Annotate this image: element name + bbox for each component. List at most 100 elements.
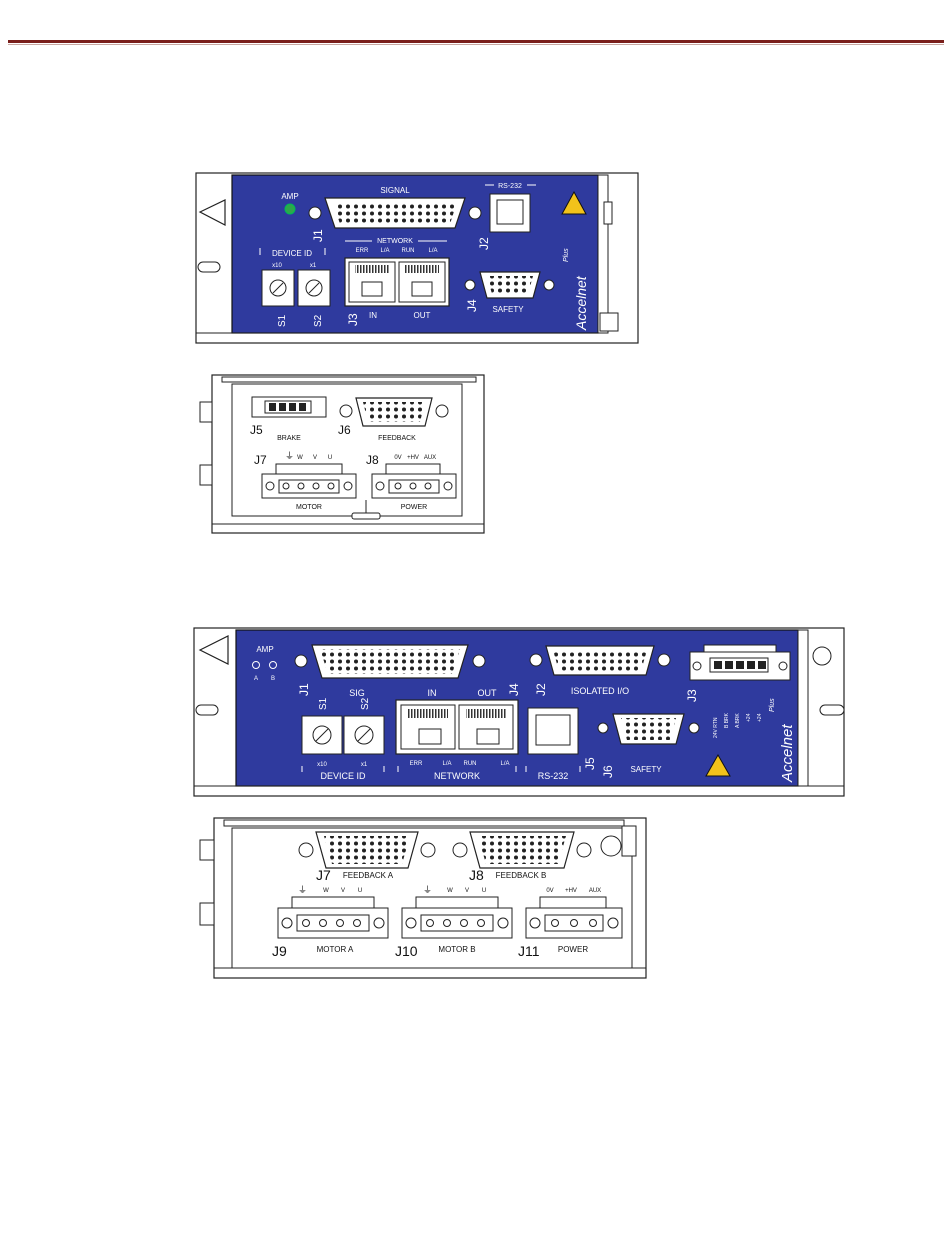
a-brk-label: A BRK bbox=[735, 713, 741, 728]
j7-label: J7 bbox=[254, 453, 267, 467]
dual-axis-top-panel: AMP A B J1 SIG IN OUT J4 J2 ISOLATED I/O… bbox=[193, 627, 845, 797]
device-id-label: DEVICE ID bbox=[320, 771, 366, 781]
j3-label: J3 bbox=[346, 313, 360, 326]
network-label: NETWORK bbox=[434, 771, 480, 781]
ground-stud bbox=[600, 835, 622, 857]
j1-label: J1 bbox=[311, 229, 325, 242]
amp-led-b bbox=[269, 661, 277, 669]
j1-label: J1 bbox=[297, 683, 311, 696]
j11-label: J11 bbox=[518, 943, 540, 959]
brand-plus: Plus bbox=[769, 698, 776, 712]
motor-label: MOTOR bbox=[296, 504, 322, 511]
j6-label: J6 bbox=[338, 423, 351, 437]
0v-label: 0V bbox=[546, 888, 553, 894]
j5-label: J5 bbox=[583, 757, 597, 770]
hv-label: +HV bbox=[565, 888, 577, 894]
s2-label: S2 bbox=[313, 314, 324, 327]
rs232-label: RS-232 bbox=[538, 771, 569, 781]
amp-label: AMP bbox=[281, 192, 298, 201]
motor-a-label: MOTOR A bbox=[317, 945, 354, 954]
u-label: U bbox=[482, 888, 486, 894]
s1-label: S1 bbox=[318, 697, 329, 710]
j9-label: J9 bbox=[272, 943, 287, 959]
dual-axis-bottom-panel: J7 FEEDBACK A J8 FEEDBACK B ⏚ W V U J9 M… bbox=[199, 817, 647, 979]
j10-label: J10 bbox=[395, 943, 418, 959]
w-label: W bbox=[323, 888, 329, 894]
j5-label: J5 bbox=[250, 423, 263, 437]
safety-label: SAFETY bbox=[630, 765, 662, 774]
amp-led bbox=[284, 203, 296, 215]
j2-label: J2 bbox=[534, 683, 548, 696]
led-a-label: A bbox=[254, 676, 258, 682]
amp-label: AMP bbox=[256, 645, 273, 654]
ground-icon: ⏚ bbox=[298, 885, 307, 895]
v-label: V bbox=[465, 888, 469, 894]
v-label: V bbox=[341, 888, 345, 894]
isolated-io-label: ISOLATED I/O bbox=[571, 686, 629, 696]
signal-label: SIGNAL bbox=[380, 186, 410, 195]
out-label: OUT bbox=[414, 311, 431, 320]
power-label: POWER bbox=[401, 504, 427, 511]
warning-triangle-icon bbox=[198, 199, 226, 226]
motor-b-label: MOTOR B bbox=[438, 945, 475, 954]
j7-label: J7 bbox=[316, 867, 331, 883]
j4-label: J4 bbox=[465, 299, 479, 312]
rs232-label: RS-232 bbox=[498, 183, 522, 190]
w-label: W bbox=[297, 455, 303, 461]
warning-triangle-icon bbox=[198, 635, 229, 665]
amp-led-a bbox=[252, 661, 260, 669]
screw bbox=[308, 206, 322, 220]
la-label: L/A bbox=[500, 761, 509, 767]
j3-label: J3 bbox=[685, 689, 699, 702]
warning-triangle-icon bbox=[561, 190, 587, 215]
screw bbox=[468, 206, 482, 220]
x1-label: x1 bbox=[310, 263, 317, 269]
brake-label: BRAKE bbox=[277, 435, 301, 442]
v-label: V bbox=[313, 455, 317, 461]
brand-plus: Plus bbox=[563, 248, 570, 262]
single-axis-bottom-panel: J5 BRAKE J6 FEEDBACK J7 ⏚ W V U MOTOR J8… bbox=[199, 374, 485, 534]
x10-label: x10 bbox=[317, 762, 327, 768]
la-label: L/A bbox=[428, 248, 437, 254]
err-label: ERR bbox=[410, 761, 423, 767]
feedback-b-label: FEEDBACK B bbox=[496, 871, 547, 880]
j8-label: J8 bbox=[469, 867, 484, 883]
24v-rtn-label: 24V RTN bbox=[713, 717, 719, 738]
feedback-label: FEEDBACK bbox=[378, 435, 416, 442]
out-label: OUT bbox=[478, 688, 498, 698]
u-label: U bbox=[328, 455, 332, 461]
device-id-label: DEVICE ID bbox=[272, 249, 312, 258]
j2-label: J2 bbox=[477, 237, 491, 250]
safety-label: SAFETY bbox=[492, 305, 524, 314]
run-label: RUN bbox=[464, 761, 477, 767]
in-label: IN bbox=[428, 688, 437, 698]
j4-label: J4 bbox=[507, 683, 521, 696]
0v-label: 0V bbox=[394, 455, 401, 461]
x10-label: x10 bbox=[272, 263, 282, 269]
in-label: IN bbox=[369, 311, 377, 320]
feedback-a-label: FEEDBACK A bbox=[343, 871, 394, 880]
network-label: NETWORK bbox=[377, 238, 413, 245]
la-label: L/A bbox=[380, 248, 389, 254]
err-label: ERR bbox=[356, 248, 369, 254]
plus24-label: +24 bbox=[746, 713, 752, 722]
led-b-label: B bbox=[271, 676, 275, 682]
brand-logo: Accelnet bbox=[573, 275, 589, 331]
w-label: W bbox=[447, 888, 453, 894]
hv-label: +HV bbox=[407, 455, 419, 461]
header-rule-thin bbox=[8, 44, 944, 45]
single-axis-top-panel: AMP SIGNAL J1 RS-232 J2 NETWORK ERR L/A … bbox=[195, 172, 639, 344]
ground-icon: ⏚ bbox=[423, 885, 432, 895]
j6-label: J6 bbox=[601, 765, 615, 778]
j8-label: J8 bbox=[366, 453, 379, 467]
b-brk-label: B BRK bbox=[724, 712, 730, 728]
aux-label: AUX bbox=[589, 888, 601, 894]
run-label: RUN bbox=[402, 248, 415, 254]
ground-stud bbox=[351, 512, 381, 520]
power-label: POWER bbox=[558, 945, 588, 954]
la-label: L/A bbox=[442, 761, 451, 767]
header-rule bbox=[8, 40, 944, 43]
ground-icon: ⏚ bbox=[285, 451, 294, 461]
u-label: U bbox=[358, 888, 362, 894]
